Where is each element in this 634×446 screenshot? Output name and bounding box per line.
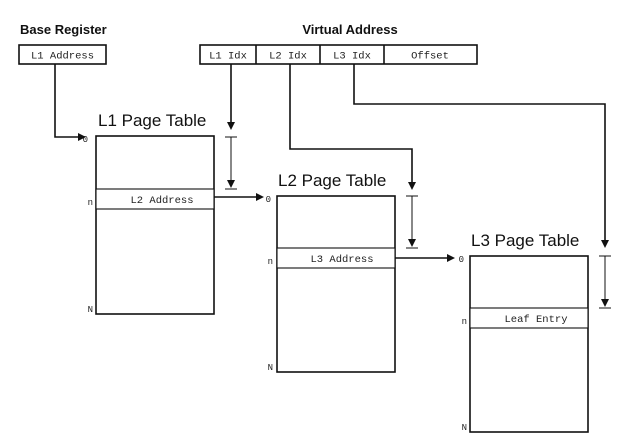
l3-table-title: L3 Page Table <box>471 231 579 250</box>
base-register-field: L1 Address <box>31 51 94 63</box>
l1-index-top: 0 <box>83 135 88 145</box>
base-register-box: L1 Address <box>18 44 107 65</box>
arrow-l2-idx <box>289 64 416 190</box>
l2-offset-marker <box>406 195 418 249</box>
l3-entry-leaf-entry: Leaf Entry <box>504 314 567 326</box>
arrow-l1-entry-to-l2 <box>214 193 264 201</box>
l2-table-title: L2 Page Table <box>278 171 386 190</box>
l2-page-table: L3 Address <box>276 195 396 373</box>
l1-index-mid: n <box>88 198 93 208</box>
arrow-l1-idx <box>227 64 235 130</box>
l1-offset-marker <box>225 136 237 190</box>
l3-index-mid: n <box>462 317 467 327</box>
l1-table-title: L1 Page Table <box>98 111 206 130</box>
l3-index-top: 0 <box>459 255 464 265</box>
virtual-address-box: L1 Idx L2 Idx L3 Idx Offset <box>199 44 478 65</box>
l2-index-bottom: N <box>268 363 273 373</box>
l2-index-mid: n <box>268 257 273 267</box>
va-field-l1-idx: L1 Idx <box>209 51 247 63</box>
va-field-l2-idx: L2 Idx <box>269 51 307 63</box>
l1-entry-l2-address: L2 Address <box>130 195 193 207</box>
base-register-label: Base Register <box>20 22 107 37</box>
arrow-l2-entry-to-l3 <box>395 254 455 262</box>
va-field-offset: Offset <box>411 51 449 63</box>
l2-entry-l3-address: L3 Address <box>310 254 373 266</box>
l3-offset-marker <box>599 255 611 309</box>
l3-page-table: Leaf Entry <box>469 255 589 433</box>
virtual-address-label: Virtual Address <box>302 22 397 37</box>
va-field-l3-idx: L3 Idx <box>333 51 371 63</box>
l2-index-top: 0 <box>266 195 271 205</box>
l1-index-bottom: N <box>88 305 93 315</box>
arrow-l3-idx <box>353 64 609 248</box>
arrow-base-to-l1 <box>54 64 86 141</box>
l1-page-table: L2 Address <box>95 135 215 315</box>
l3-index-bottom: N <box>462 423 467 433</box>
